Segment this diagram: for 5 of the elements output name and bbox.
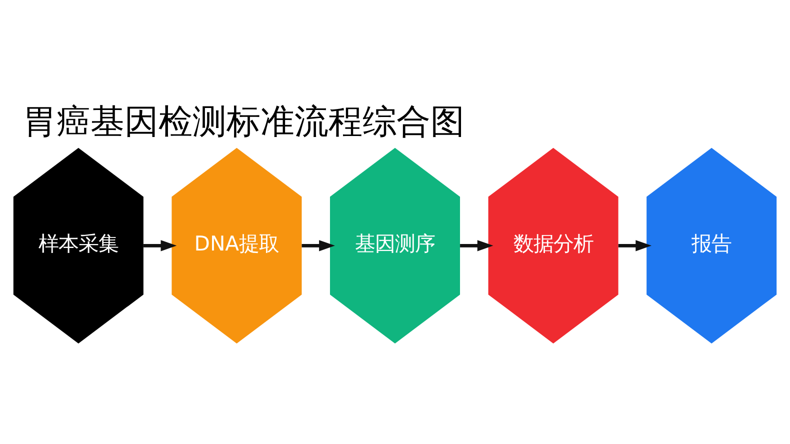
diagram-title: 胃癌基因检测标准流程综合图 bbox=[22, 102, 464, 141]
arrow bbox=[460, 240, 494, 251]
arrow bbox=[302, 240, 335, 251]
arrow bbox=[618, 240, 652, 251]
arrow bbox=[143, 240, 177, 251]
